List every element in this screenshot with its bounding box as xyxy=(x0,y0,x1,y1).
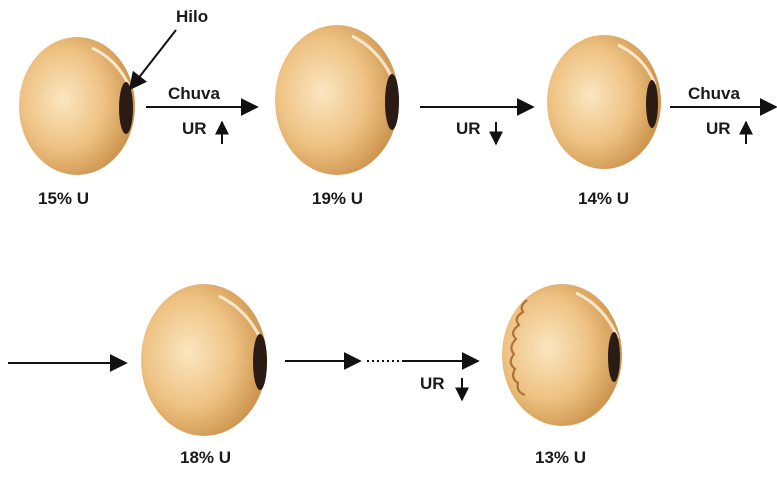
transition-1: Chuva UR xyxy=(146,84,257,144)
seed-body xyxy=(275,25,399,175)
hilum-label: Hilo xyxy=(176,7,208,26)
seed-1-moisture: 15% U xyxy=(38,189,89,208)
seed-3 xyxy=(547,35,661,169)
hilum xyxy=(608,332,620,382)
transition-1-ur-label: UR xyxy=(182,119,207,138)
seed-body xyxy=(502,284,622,426)
transition-3-ur-label: UR xyxy=(706,119,731,138)
seed-body xyxy=(19,37,135,175)
hilum-pointer-arrow xyxy=(130,30,176,89)
transition-5-ur-label: UR xyxy=(420,374,445,393)
seed-2-moisture: 19% U xyxy=(312,189,363,208)
seed-5-moisture: 13% U xyxy=(535,448,586,467)
seed-body xyxy=(547,35,661,169)
seed-4 xyxy=(141,284,267,436)
transition-5: UR xyxy=(285,361,478,400)
seed-2 xyxy=(275,25,399,175)
hilum xyxy=(646,80,658,128)
transition-1-top-label: Chuva xyxy=(168,84,221,103)
transition-3-top-label: Chuva xyxy=(688,84,741,103)
hilum xyxy=(253,334,267,390)
transition-2-ur-label: UR xyxy=(456,119,481,138)
seed-4-moisture: 18% U xyxy=(180,448,231,467)
transition-3: Chuva UR xyxy=(670,84,776,144)
hilum xyxy=(385,74,399,130)
transition-2: UR xyxy=(420,107,533,144)
seed-1 xyxy=(19,37,135,175)
seed-body xyxy=(141,284,267,436)
seed-3-moisture: 14% U xyxy=(578,189,629,208)
hilum xyxy=(119,82,133,134)
seed-5-wrinkled xyxy=(502,284,622,426)
